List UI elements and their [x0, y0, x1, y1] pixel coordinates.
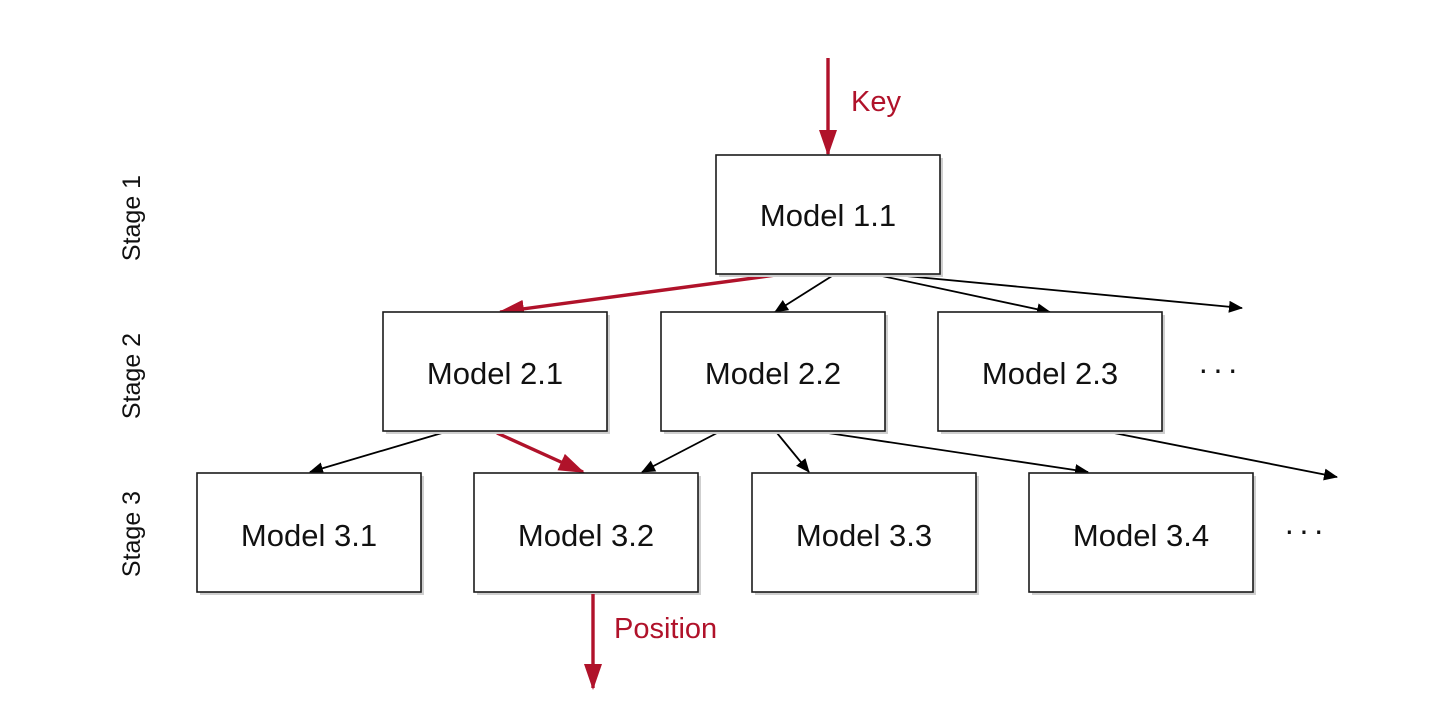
model-2-2-node: Model 2.2: [660, 311, 888, 434]
model-3-2-label: Model 3.2: [518, 518, 654, 553]
model-3-2-node: Model 3.2: [473, 472, 701, 595]
edge-m21-m32: [496, 431, 585, 474]
model-3-1-node: Model 3.1: [196, 472, 424, 595]
position-label: Position: [614, 613, 717, 645]
edge-m21-m31: [309, 432, 443, 475]
model-1-1-label: Model 1.1: [760, 198, 896, 233]
edge-m11-m22: [774, 275, 833, 313]
edge-m23-more: [1113, 432, 1338, 481]
model-2-1-label: Model 2.1: [427, 356, 563, 391]
model-2-1-node: Model 2.1: [382, 311, 610, 434]
model-3-1-label: Model 3.1: [241, 518, 377, 553]
model-1-1-node: Model 1.1: [715, 154, 943, 277]
stage-3-label: Stage 3: [118, 491, 146, 577]
stage-2-ellipsis: ···: [1198, 351, 1242, 387]
model-2-3-node: Model 2.3: [937, 311, 1165, 434]
edge-m22-m32: [641, 432, 718, 473]
model-3-4-node: Model 3.4: [1028, 472, 1256, 595]
model-2-3-label: Model 2.3: [982, 356, 1118, 391]
stage-2-label: Stage 2: [118, 333, 146, 419]
model-3-3-node: Model 3.3: [751, 472, 979, 595]
edge-m22-m34: [827, 432, 1089, 477]
stage-3-ellipsis: ···: [1284, 512, 1328, 548]
key-label: Key: [851, 86, 901, 118]
model-2-2-label: Model 2.2: [705, 356, 841, 391]
edge-m22-m33: [776, 432, 810, 473]
model-3-3-label: Model 3.3: [796, 518, 932, 553]
edge-m11-more: [905, 275, 1243, 313]
stage-1-label: Stage 1: [118, 175, 146, 261]
model-3-4-label: Model 3.4: [1073, 518, 1209, 553]
edge-m11-m23: [881, 275, 1051, 316]
edge-m11-m21: [498, 273, 777, 318]
